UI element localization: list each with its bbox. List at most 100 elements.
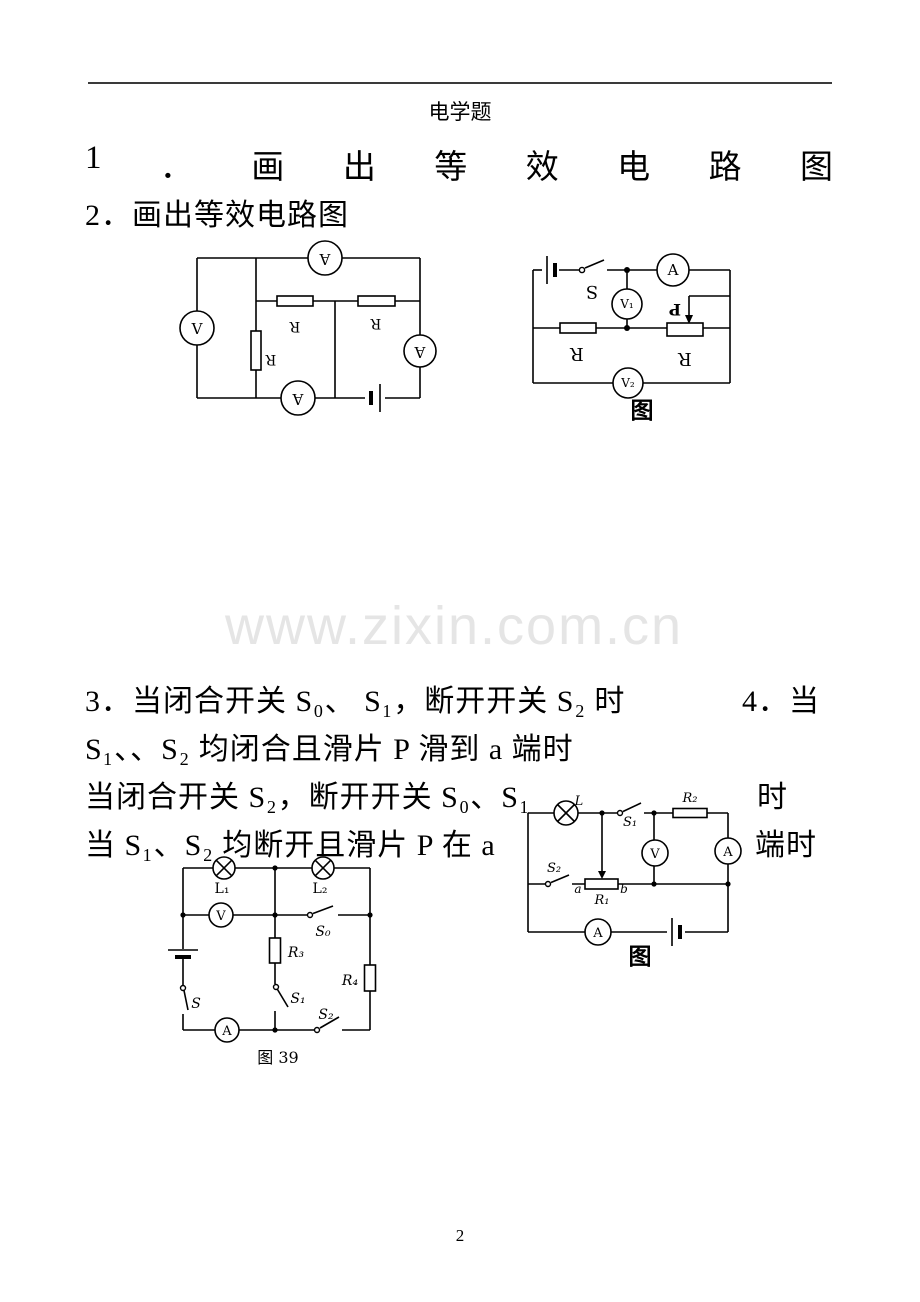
switch-icon — [616, 802, 642, 817]
switch-label: S — [586, 281, 598, 302]
resistor-label: R₁ — [594, 893, 610, 908]
ammeter-icon — [584, 918, 612, 946]
figure-caption: 图 — [631, 397, 654, 424]
resistor-icon — [357, 295, 396, 307]
lamp-label: L — [574, 794, 584, 809]
resistor-icon — [672, 807, 708, 819]
switch-icon — [313, 1016, 340, 1034]
meter-label: A — [722, 845, 733, 860]
resistor-icon — [276, 295, 314, 307]
junction-dot — [599, 810, 605, 816]
switch-label: S — [191, 996, 201, 1012]
question-1-line: 1 ． 画 出 等 效 电 路 图 — [85, 140, 833, 188]
q4-text-line2: S₁、、S₂ 均闭合且滑片 P 滑到 a 端时 — [85, 733, 574, 766]
voltmeter-icon — [612, 367, 644, 399]
junction-dot — [367, 912, 373, 918]
meter-label: A — [667, 261, 679, 279]
figure-caption: 图 39 — [257, 1048, 298, 1067]
q1-char: 等 — [434, 150, 468, 186]
battery-icon — [671, 918, 682, 946]
lamp-icon — [311, 856, 335, 880]
resistor-label: R — [289, 318, 300, 334]
rheostat-icon — [666, 322, 704, 337]
slider-arrow-icon — [685, 315, 693, 324]
meter-label: A — [319, 250, 331, 268]
wires — [196, 257, 421, 399]
meter-label: V₂ — [620, 376, 635, 390]
switch-icon — [179, 984, 189, 1011]
lamp-label: L₂ — [313, 881, 328, 897]
voltmeter-icon — [208, 902, 234, 928]
junction-dot — [180, 912, 186, 918]
voltmeter-icon — [641, 839, 669, 867]
switch-icon — [306, 905, 334, 919]
junction-dot — [272, 912, 278, 918]
header-rule — [88, 82, 832, 84]
meter-label: V₁ — [619, 297, 633, 311]
page-title: 电学题 — [428, 100, 492, 124]
q1-char: ． — [159, 150, 193, 186]
rheostat-end-label: b — [620, 882, 628, 896]
q4-text-line3: 当闭合开关 S₂，断开开关 S₀、S₁ — [85, 781, 531, 814]
lamp-icon — [553, 800, 579, 826]
battery-icon — [168, 949, 198, 959]
lamp-icon — [212, 856, 236, 880]
q1-char: 电 — [617, 150, 651, 186]
meter-label: A — [292, 390, 304, 408]
lamp-label: L₁ — [215, 881, 230, 897]
q1-char: 1 — [85, 140, 102, 176]
resistor-icon — [250, 330, 262, 371]
junction-dot — [624, 325, 630, 331]
ammeter-icon — [214, 1017, 240, 1043]
watermark-text: www.zixin.com.cn — [225, 596, 684, 656]
rheostat-end-label: a — [574, 882, 581, 896]
voltmeter-icon — [611, 288, 643, 320]
figure-caption: 图 — [629, 943, 652, 970]
meter-label: A — [592, 926, 603, 941]
q4-text-start: 4．当 — [742, 685, 820, 718]
switch-icon — [578, 259, 605, 274]
switch-label: S₂ — [547, 861, 561, 876]
circuit-q4: V A A L S₁ S₂ R₂ R₁ a b 图 — [527, 791, 742, 970]
switch-label: S₁ — [623, 815, 637, 830]
page-number: 2 — [455, 1226, 465, 1245]
q3-text-line1: 3．当闭合开关 S₀、 S₁，断开开关 S₂ 时 — [85, 685, 626, 718]
junction-dot — [651, 881, 657, 887]
resistor-icon — [559, 322, 597, 334]
voltmeter-icon — [179, 310, 215, 346]
battery-icon — [369, 384, 381, 412]
meter-label: V — [191, 320, 204, 338]
resistor-icon — [268, 937, 282, 964]
switch-icon — [272, 983, 289, 1008]
resistor-label: R — [265, 351, 276, 367]
meter-label: V — [215, 909, 226, 924]
q1-char: 画 — [251, 150, 285, 186]
q4-text-frag1: 时 — [757, 781, 788, 814]
switch-label: S₁ — [290, 991, 305, 1007]
junction-dot — [272, 1027, 278, 1033]
q1-char: 图 — [800, 150, 833, 186]
ammeter-icon — [403, 334, 437, 368]
resistor-label: R — [678, 348, 692, 369]
circuit-q2-left: A V A A R R R — [179, 240, 437, 416]
resistor-label: R₂ — [682, 791, 698, 806]
circuit-q3: V A L₁ L₂ S₀ S S₁ S₂ R₃ R₄ 图 39 — [168, 856, 377, 1067]
resistor-label: R₄ — [341, 973, 359, 989]
battery-icon — [546, 256, 557, 284]
q4-text-frag2: 端时 — [755, 829, 817, 862]
switch-icon — [544, 874, 570, 888]
meter-label: V — [649, 847, 660, 862]
ammeter-icon — [280, 380, 316, 416]
resistor-label: R₃ — [287, 945, 305, 961]
switch-label: S₂ — [318, 1007, 334, 1023]
question-2-line: 2．画出等效电路图 — [85, 199, 349, 232]
rheostat-icon — [584, 878, 619, 890]
ammeter-icon — [714, 837, 742, 865]
resistor-label: R — [570, 343, 584, 364]
ammeter-icon — [656, 253, 690, 287]
q4-text-line4: 当 S₁、S₂ 均断开且滑片 P 在 a — [85, 829, 496, 862]
q1-char: 出 — [342, 150, 376, 186]
q1-char: 效 — [525, 150, 559, 186]
junction-dot — [725, 881, 731, 887]
